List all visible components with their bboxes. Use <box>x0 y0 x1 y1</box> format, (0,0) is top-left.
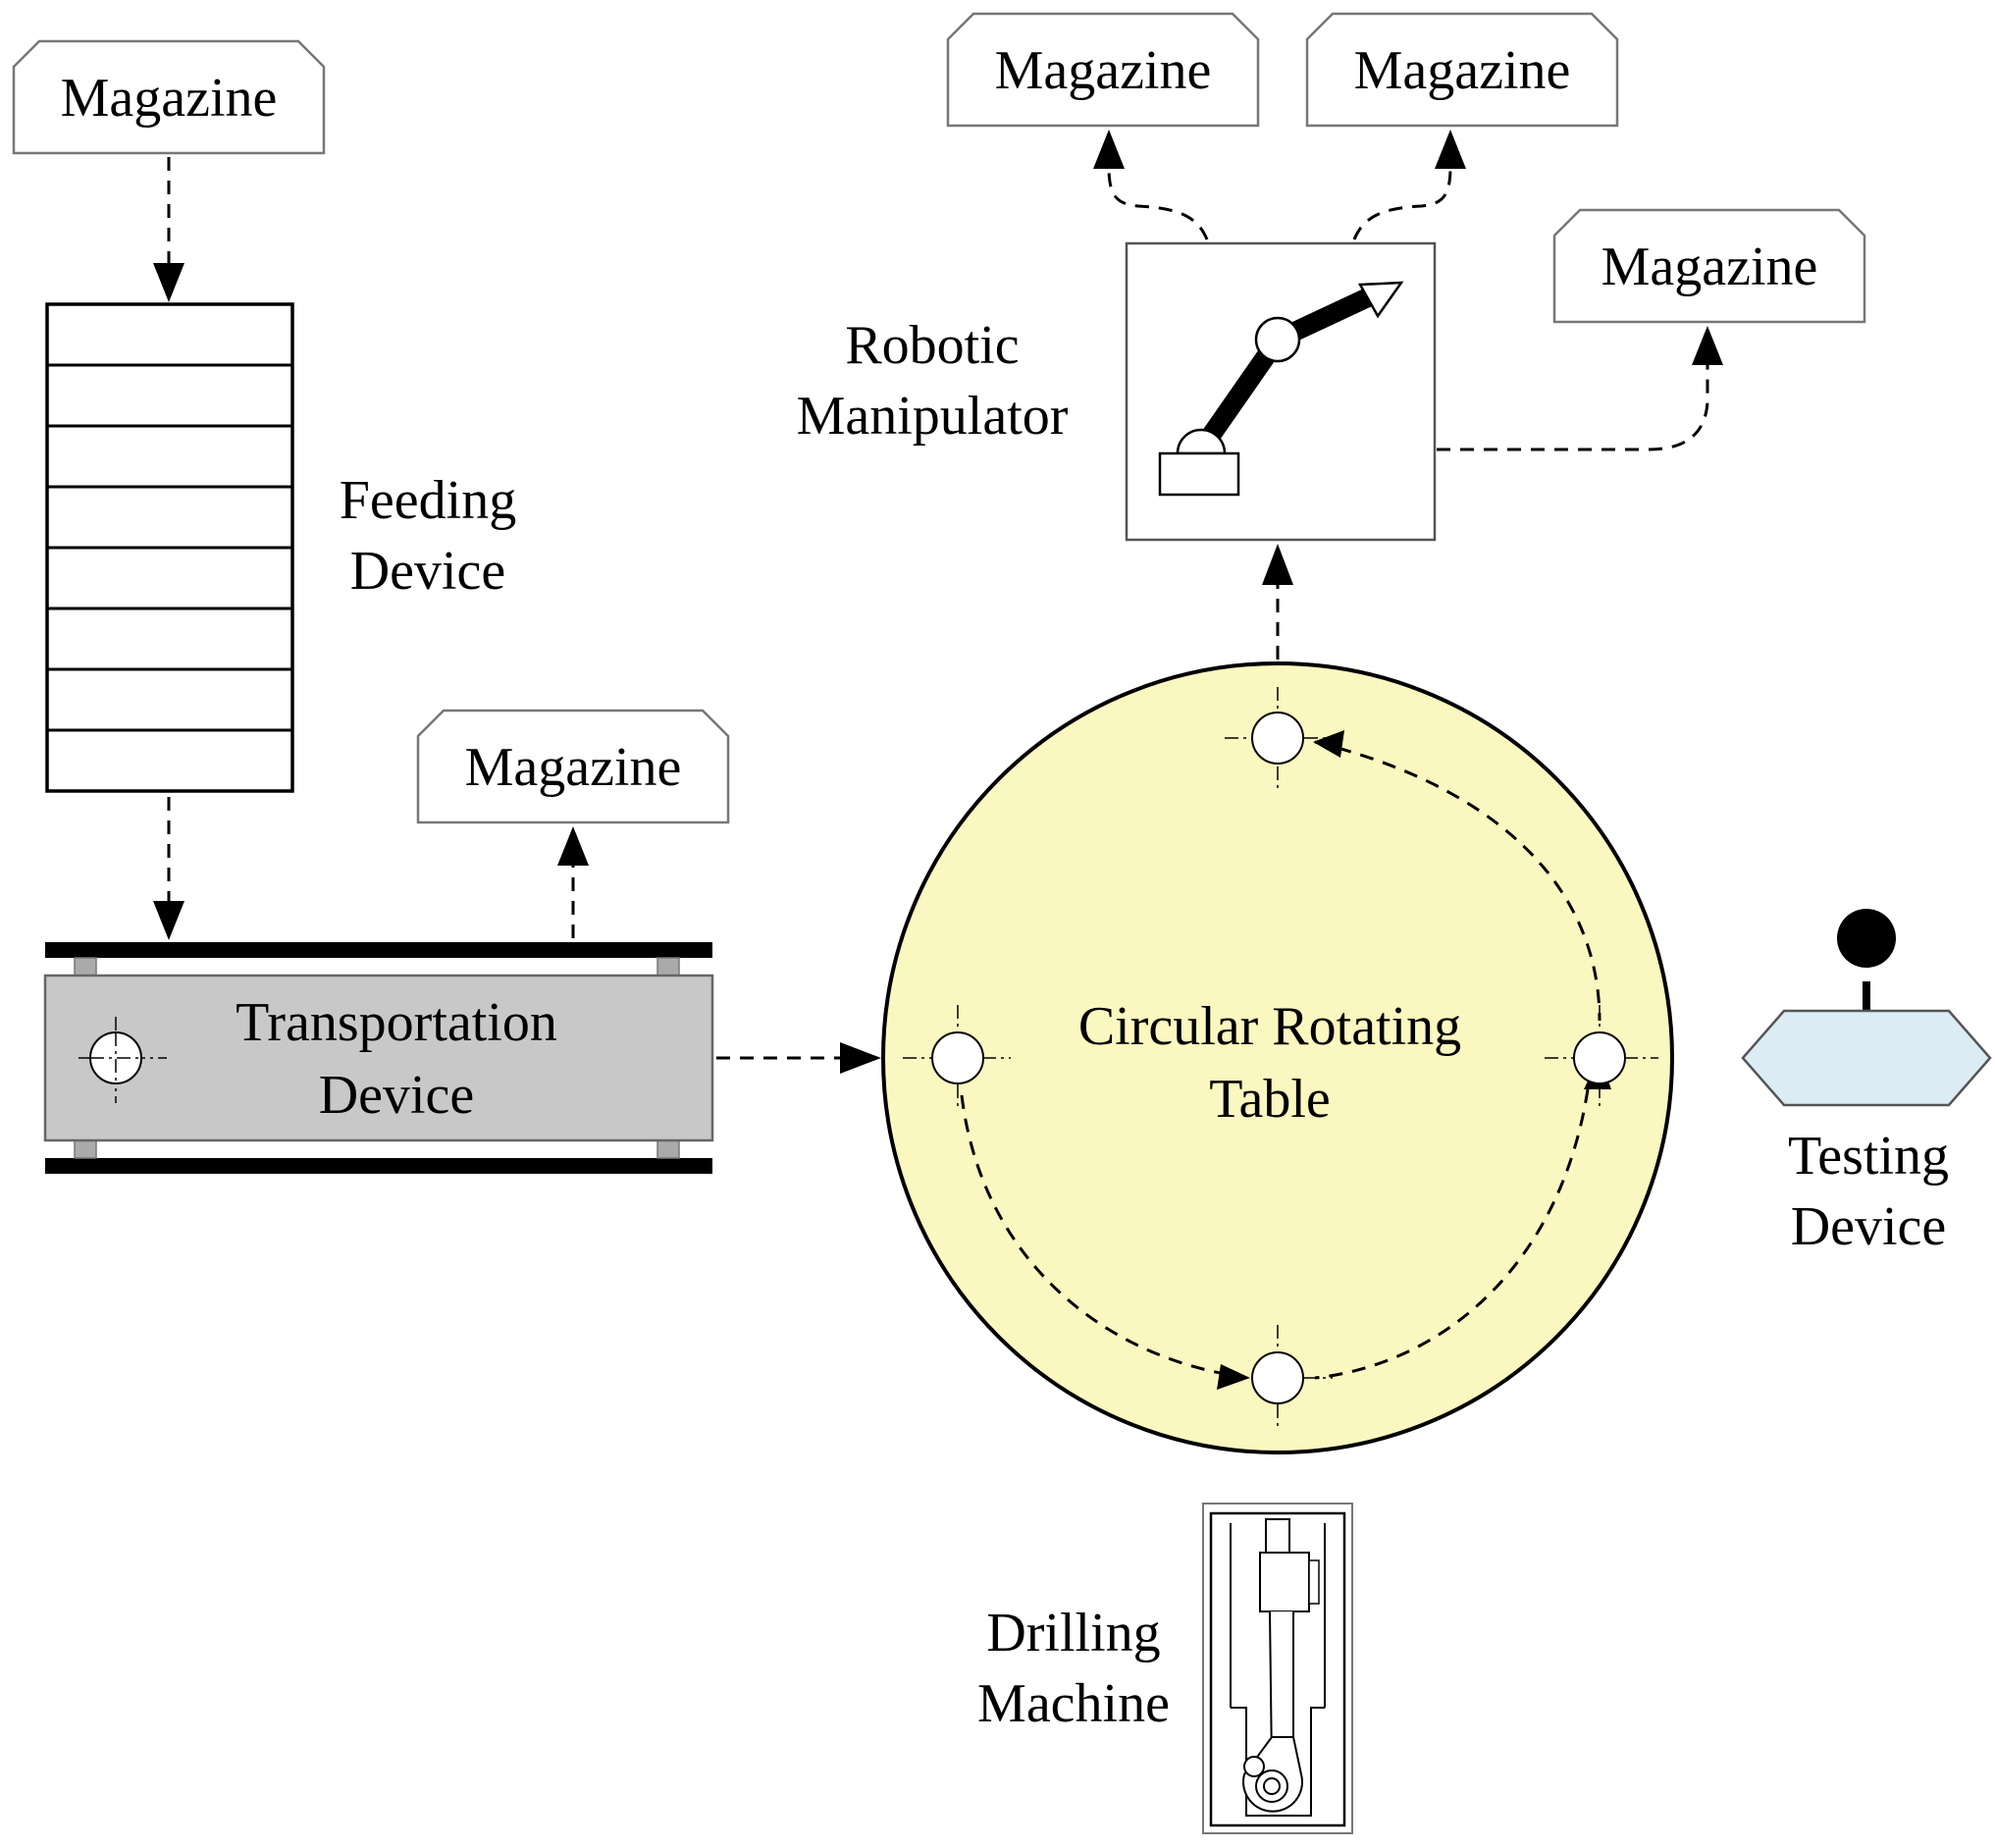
magazine-right: Magazine <box>1552 208 1866 324</box>
transportation-device <box>43 942 714 1174</box>
feeding-device-label-2: Device <box>350 541 506 602</box>
drilling-machine-label-2: Machine <box>977 1673 1170 1734</box>
magazine-label: Magazine <box>995 40 1212 101</box>
magazine-top-right: Magazine <box>1305 12 1619 128</box>
magazine-middle: Magazine <box>416 709 730 824</box>
arrow-transport-to-table <box>716 1042 881 1074</box>
feeding-device <box>45 302 294 793</box>
robotic-manipulator-label-2: Manipulator <box>797 386 1069 447</box>
feeding-device-label-1: Feeding <box>340 470 516 531</box>
workpiece-icon <box>903 1005 1011 1111</box>
magazine-label: Magazine <box>465 737 682 798</box>
circular-rotating-table <box>881 661 1674 1454</box>
rotating-table-label-2: Table <box>1209 1069 1331 1130</box>
magazine-top-center: Magazine <box>946 12 1260 128</box>
magazine-label: Magazine <box>1354 40 1571 101</box>
testing-device <box>1741 909 1992 1107</box>
robot-arm-icon <box>1158 281 1404 497</box>
arrow-robot-to-magazine-far-right <box>1437 326 1723 451</box>
transportation-device-label-1: Transportation <box>236 992 557 1053</box>
testing-device-label-2: Device <box>1791 1196 1947 1257</box>
robotic-manipulator <box>1125 241 1437 542</box>
arrow-magazine-to-feeding <box>153 157 184 302</box>
robotic-manipulator-label-1: Robotic <box>845 315 1019 376</box>
workpiece-icon <box>1225 687 1333 793</box>
arrow-robot-to-magazine-left <box>1093 130 1209 240</box>
arrow-transport-to-magazine <box>557 826 589 938</box>
rotating-table-label-1: Circular Rotating <box>1078 996 1461 1057</box>
magazine-label: Magazine <box>1601 237 1818 297</box>
magazine-top-left: Magazine <box>12 39 326 155</box>
arrow-robot-to-magazine-right <box>1352 130 1466 240</box>
workpiece-icon <box>79 1017 167 1103</box>
magazine-label: Magazine <box>61 68 278 129</box>
drilling-machine <box>1202 1503 1353 1834</box>
arrow-table-to-robot <box>1262 544 1293 660</box>
testing-device-label-1: Testing <box>1788 1126 1949 1187</box>
workpiece-icon <box>1545 1005 1658 1111</box>
workpiece-icon <box>1225 1325 1333 1431</box>
transportation-device-label-2: Device <box>319 1065 475 1126</box>
arrow-feeding-to-transport <box>153 797 184 940</box>
drilling-machine-label-1: Drilling <box>986 1603 1160 1663</box>
